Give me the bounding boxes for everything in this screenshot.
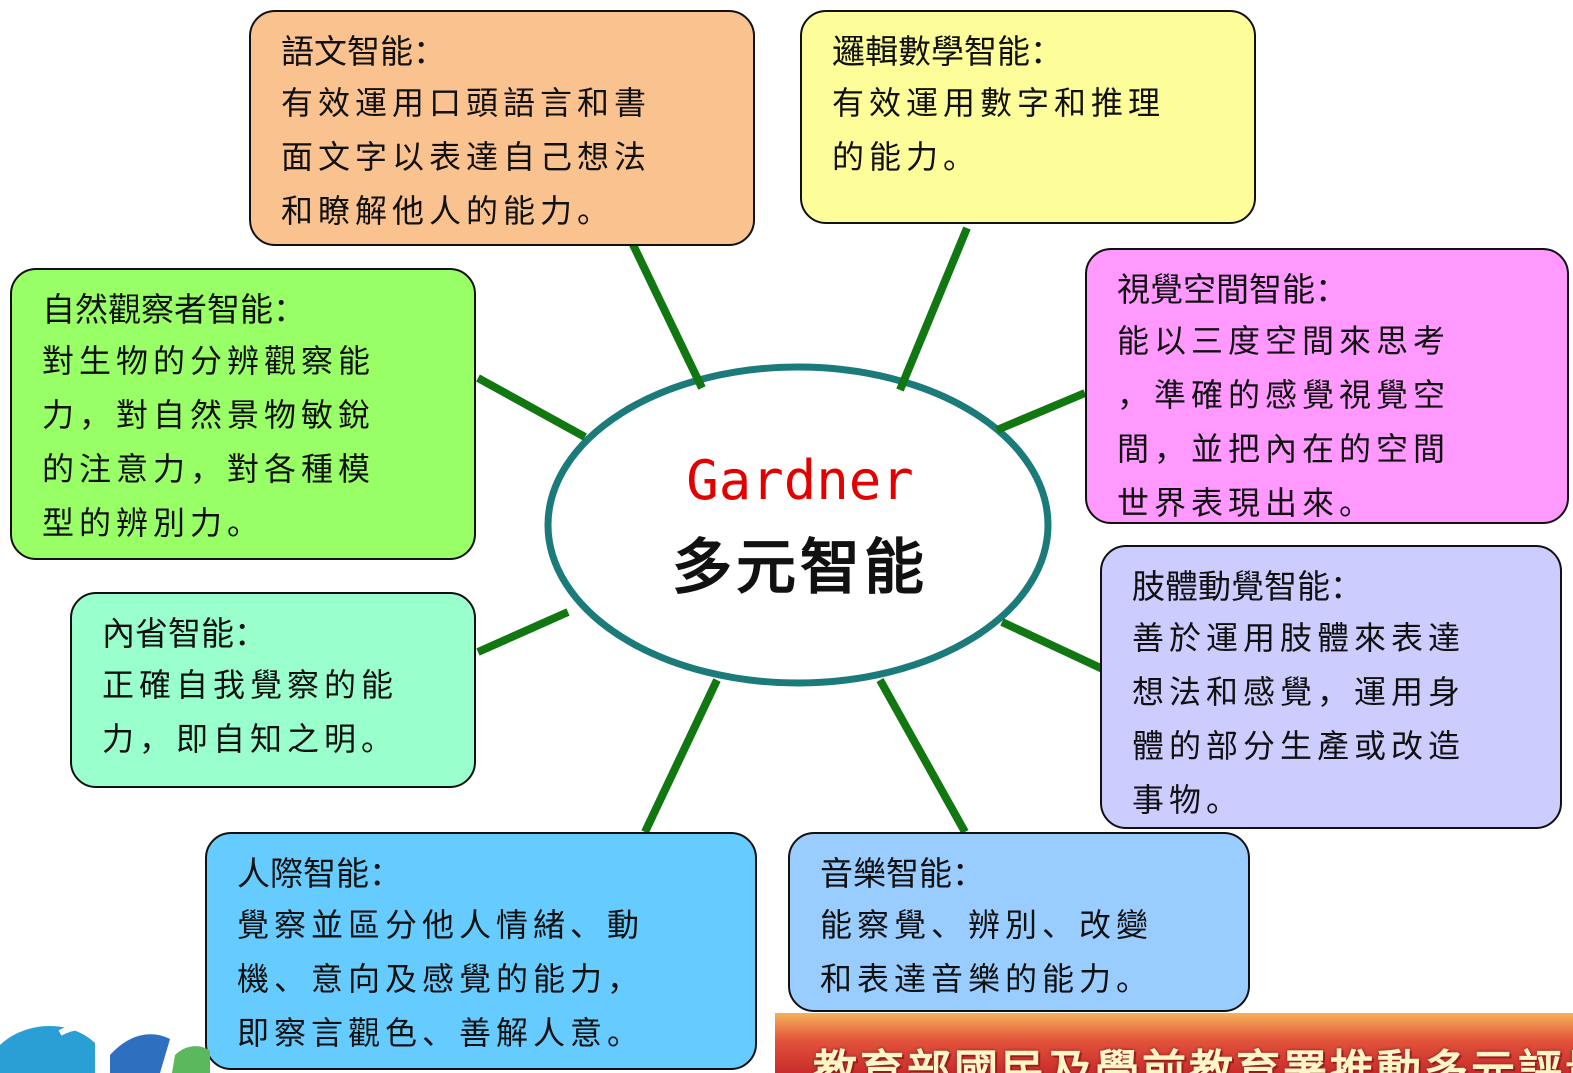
box-desc: 正確自我覺察的能 力，即自知之明。: [102, 658, 456, 766]
desc-line: 想法和感覺，運用身: [1132, 673, 1466, 711]
box-title: 內省智能：: [102, 614, 267, 653]
desc-line: 對生物的分辨觀察能: [42, 342, 376, 380]
desc-line: 有效運用口頭語言和書: [281, 84, 652, 122]
desc-line: 間，並把內在的空間: [1117, 430, 1451, 468]
desc-line: 世界表現出來。: [1117, 484, 1377, 522]
box-interpersonal: 人際智能： 覺察並區分他人情緒、動 機、意向及感覺的能力， 即察言觀色、善解人意…: [205, 832, 757, 1070]
box-logical: 邏輯數學智能： 有效運用數字和推理 的能力。: [800, 10, 1256, 224]
box-title: 音樂智能：: [820, 854, 985, 893]
connector-intrapersonal: [476, 608, 570, 656]
desc-line: ，準確的感覺視覺空: [1117, 376, 1451, 414]
box-desc: 有效運用數字和推理 的能力。: [832, 76, 1236, 184]
box-title: 肢體動覺智能：: [1132, 567, 1363, 606]
desc-line: 有效運用數字和推理: [832, 84, 1166, 122]
desc-line: 力，即自知之明。: [102, 720, 399, 758]
box-bodily: 肢體動覺智能： 善於運用肢體來表達 想法和感覺，運用身 體的部分生產或改造 事物…: [1100, 545, 1562, 829]
connector-linguistic: [621, 226, 706, 390]
desc-line: 體的部分生產或改造: [1132, 727, 1466, 765]
connector-interpersonal: [641, 678, 721, 834]
center-title-en: Gardner: [686, 449, 914, 512]
banner-text: 教育部國民及學前教育署推動多元評量改策略: [813, 1046, 1573, 1073]
connector-naturalist: [476, 374, 587, 441]
desc-line: 的能力。: [832, 138, 981, 176]
desc-line: 機、意向及感覺的能力，: [237, 960, 645, 998]
desc-line: 的注意力，對各種模: [42, 450, 376, 488]
desc-line: 即察言觀色、善解人意。: [237, 1014, 645, 1052]
logo-mascot-icon: [0, 1024, 210, 1073]
desc-line: 和瞭解他人的能力。: [281, 192, 615, 230]
desc-line: 事物。: [1132, 781, 1244, 819]
box-title: 語文智能：: [281, 32, 446, 71]
desc-line: 正確自我覺察的能: [102, 666, 399, 704]
desc-line: 善於運用肢體來表達: [1132, 619, 1466, 657]
desc-line: 力，對自然景物敏銳: [42, 396, 376, 434]
box-desc: 有效運用口頭語言和書 面文字以表達自己想法 和瞭解他人的能力。: [281, 76, 735, 238]
center-ellipse: [544, 363, 1052, 687]
desc-line: 覺察並區分他人情緒、動: [237, 906, 645, 944]
box-title: 邏輯數學智能：: [832, 32, 1063, 71]
connector-spatial: [995, 389, 1087, 434]
box-title: 視覺空間智能：: [1117, 270, 1348, 309]
box-spatial: 視覺空間智能： 能以三度空間來思考 ，準確的感覺視覺空 間，並把內在的空間 世界…: [1085, 248, 1569, 524]
box-musical: 音樂智能： 能察覺、辨別、改變 和表達音樂的能力。: [788, 832, 1250, 1012]
connector-logical: [896, 226, 971, 392]
box-desc: 善於運用肢體來表達 想法和感覺，運用身 體的部分生產或改造 事物。: [1132, 611, 1542, 827]
box-desc: 對生物的分辨觀察能 力，對自然景物敏銳 的注意力，對各種模 型的辨別力。: [42, 334, 456, 550]
center-title-zh: 多元智能: [672, 533, 928, 603]
footer-banner: 教育部國民及學前教育署推動多元評量改策略: [775, 1013, 1573, 1073]
desc-line: 面文字以表達自己想法: [281, 138, 652, 176]
box-intrapersonal: 內省智能： 正確自我覺察的能 力，即自知之明。: [70, 592, 476, 788]
desc-line: 和表達音樂的能力。: [820, 960, 1154, 998]
box-linguistic: 語文智能： 有效運用口頭語言和書 面文字以表達自己想法 和瞭解他人的能力。: [249, 10, 755, 246]
box-desc: 能察覺、辨別、改變 和表達音樂的能力。: [820, 898, 1230, 1006]
desc-line: 能察覺、辨別、改變: [820, 906, 1154, 944]
connector-musical: [876, 678, 969, 834]
box-title: 人際智能：: [237, 854, 402, 893]
box-title: 自然觀察者智能：: [42, 290, 306, 329]
desc-line: 型的辨別力。: [42, 504, 265, 542]
box-desc: 能以三度空間來思考 ，準確的感覺視覺空 間，並把內在的空間 世界表現出來。: [1117, 314, 1549, 530]
box-desc: 覺察並區分他人情緒、動 機、意向及感覺的能力， 即察言觀色、善解人意。: [237, 898, 737, 1060]
desc-line: 能以三度空間來思考: [1117, 322, 1451, 360]
box-naturalist: 自然觀察者智能： 對生物的分辨觀察能 力，對自然景物敏銳 的注意力，對各種模 型…: [10, 268, 476, 560]
